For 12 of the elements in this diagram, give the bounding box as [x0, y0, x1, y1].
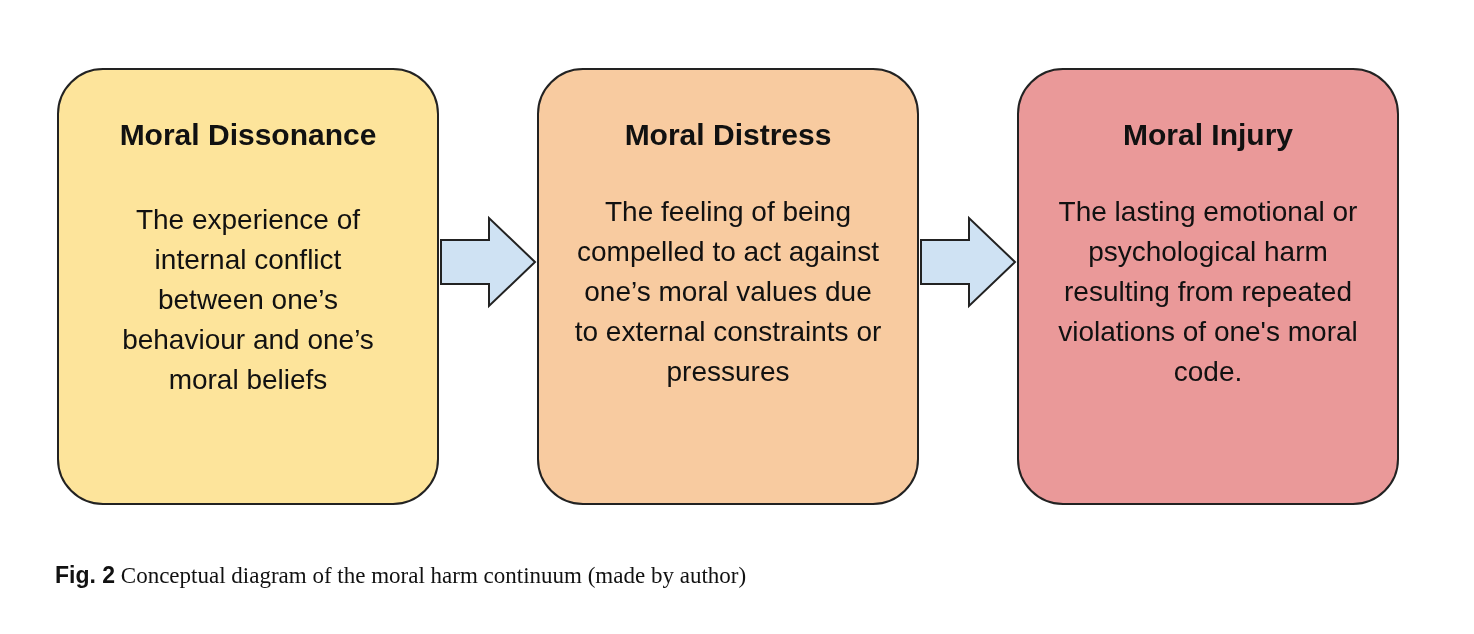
figure-caption: Fig. 2 Conceptual diagram of the moral harm continuum (made by author) [55, 562, 747, 589]
process-box [57, 68, 439, 505]
box-title: Moral Dissonance [118, 118, 378, 152]
box-title: Moral Injury [1122, 118, 1294, 152]
box-title: Moral Distress [623, 118, 833, 152]
process-box [1017, 68, 1399, 505]
block-arrow [440, 215, 537, 309]
block-arrow [920, 215, 1017, 309]
process-box [537, 68, 919, 505]
box-description: The feeling of being compelled to act against one’s moral values due to external constraints or pressures [573, 195, 883, 389]
box-description: The experience of internal conflict between one’s behaviour and one’s moral beliefs [121, 203, 375, 397]
box-description: The lasting emotional or psychological harm resulting from repeated violations of one's moral code. [1057, 195, 1359, 389]
